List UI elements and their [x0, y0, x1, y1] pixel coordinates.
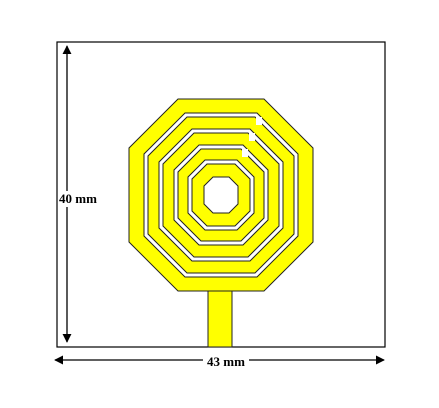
width-dimension-label: 43 mm — [203, 354, 249, 370]
spiral-break-2 — [249, 133, 255, 141]
height-dimension-label: 40 mm — [58, 191, 98, 207]
feed-line — [207, 283, 233, 348]
center-hole — [203, 176, 239, 214]
spiral-break-1 — [256, 117, 262, 125]
spiral-break-3 — [242, 149, 248, 157]
